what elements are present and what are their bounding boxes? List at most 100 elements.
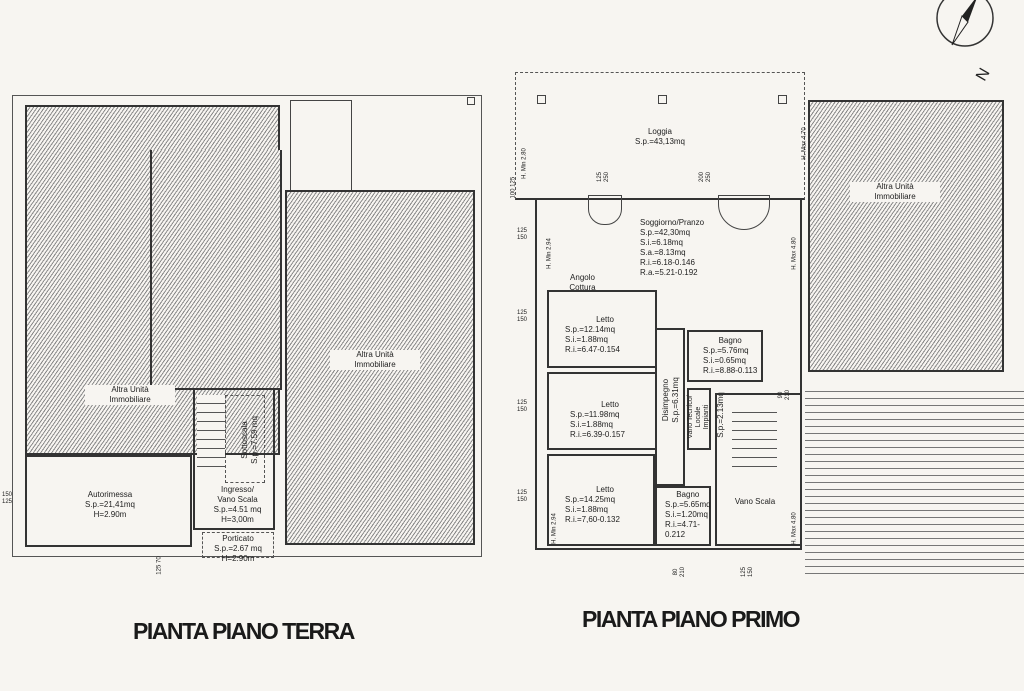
room-name-2: Cottura [569, 283, 596, 292]
stairs [732, 405, 777, 475]
living-label: Soggiorno/Pranzo S.p.=42,30mq S.i.=6.18m… [640, 218, 704, 278]
room-ri: R.i.=6.47-0.154 [565, 345, 620, 354]
room-name: Letto [601, 400, 619, 409]
other-unit-left-notch [150, 150, 282, 390]
dim-value: 80 [673, 568, 679, 576]
first-floor-plan: Loggia S.p.=43,13mq 125 250 200 250 H. M… [500, 0, 1024, 691]
loggia-pillar [537, 95, 546, 104]
room-ri: R.i.=6.39-0.157 [570, 430, 625, 439]
ground-floor-plan: Altra Unità Immobiliare Altra Unità Immo… [0, 0, 500, 644]
dim-h-min-bed: H. Min 2.94 [551, 513, 558, 544]
room-name: Porticato [222, 534, 254, 543]
terrace-area [805, 385, 1024, 580]
room-name-2: Immobiliare [874, 192, 916, 201]
room-name-2: Immobiliare [354, 360, 396, 369]
dim-h-min-living: H. Min 2.94 [546, 238, 553, 269]
porch [202, 532, 274, 558]
bedroom-3-label: Letto S.p.=14.25mq S.i.=1.88mq R.i.=7,60… [565, 485, 645, 525]
dim-value: 70 [156, 556, 163, 563]
room-name-2: Locale [695, 406, 702, 428]
room-name: Autorimessa [87, 490, 133, 499]
garage [25, 455, 192, 547]
bathroom-1-label: Bagno S.p.=5.76mq S.i.=0.65mq R.i.=8.88-… [703, 336, 757, 376]
dim-h-max-living: H. Max 4.80 [791, 237, 798, 270]
room-name: Bagno [676, 490, 700, 499]
dim-value: 125 [597, 172, 603, 183]
loggia-pillar [658, 95, 667, 104]
room-name: Altra Unità [876, 182, 914, 191]
room-ri: R.i.=6.18-0.146 [640, 258, 695, 267]
ground-pillar [467, 97, 475, 105]
living-door-left [588, 195, 622, 225]
room-name: Sottoscala [240, 421, 249, 459]
dim-value: 125 [516, 228, 527, 234]
dim-value: 125 [741, 567, 747, 578]
understair-label: Sottoscala S.p.=7.59 mq [240, 395, 260, 485]
room-name: Letto [596, 485, 614, 494]
dim-window-left: 150 125 [0, 492, 14, 506]
dim-value: 125 [516, 310, 527, 316]
dim-value: 200 [699, 172, 705, 183]
dim-value: 250 [706, 172, 712, 183]
room-height: H=2.90m [93, 510, 127, 519]
room-area: S.p.=2.67 mq [214, 544, 262, 553]
bathroom-1 [687, 330, 763, 382]
bathroom-2 [655, 486, 711, 546]
room-si: S.i.=1.88mq [565, 335, 608, 344]
dim-loggia-w: 100 125 [511, 177, 518, 199]
room-name: Soggiorno/Pranzo [640, 218, 705, 227]
room-name: Ingresso/ [221, 485, 254, 494]
room-si: S.i.=1.88mq [570, 420, 613, 429]
dim-value: 125 [516, 400, 527, 406]
loggia-label: Loggia S.p.=43,13mq [615, 127, 705, 147]
dim-value: 125 [1, 499, 12, 505]
dim-door1: 125 250 [597, 165, 611, 189]
loggia-pillar [778, 95, 787, 104]
bedroom-2-label: Letto S.p.=11.98mq S.i.=1.88mq R.i.=6.39… [570, 400, 650, 440]
room-area: S.p.=4.51 mq [213, 505, 262, 514]
dim-value: 150 [516, 497, 527, 503]
room-name: Vano Tecnico/ [687, 395, 694, 439]
room-area: S.p.=6.31mq [671, 377, 680, 423]
room-ri-2: 0.212 [665, 530, 686, 539]
dim-value: 125 [516, 490, 527, 496]
room-sa: S.a.=8.13mq [640, 248, 686, 257]
other-unit-right-label: Altra Unità Immobiliare [330, 350, 420, 370]
stairwell-ground [193, 388, 275, 530]
ground-floor-title: PIANTA PIANO TERRA [133, 618, 355, 644]
room-name-2: Immobiliare [109, 395, 151, 404]
dim-value: 150 [748, 567, 754, 578]
dim-value: 250 [604, 172, 610, 183]
garage-label: Autorimessa S.p.=21,41mq H=2.90m [70, 490, 150, 520]
dim-value: 210 [680, 567, 686, 578]
stairwell-label: Vano Scala [734, 497, 776, 506]
compass-label: N [973, 65, 994, 85]
technical-room [687, 388, 711, 450]
room-name-2: Vano Scala [217, 495, 258, 504]
dim-door-bottom: 125 70 [157, 556, 164, 576]
room-height: H=2.90m [221, 554, 255, 563]
dim-value: 150 [1, 492, 12, 498]
room-si: S.i.=6.18mq [640, 238, 683, 247]
room-si: S.i.=1.88mq [565, 505, 608, 514]
entrance-label: Ingresso/ Vano Scala S.p.=4.51 mq H=3,00… [200, 485, 275, 525]
room-area: S.p.=42,30mq [640, 228, 691, 237]
hallway [655, 328, 685, 486]
dim-value: 150 [516, 317, 527, 323]
other-unit-first-label: Altra Unità Immobiliare [850, 182, 940, 202]
other-unit-first [808, 100, 1004, 372]
dim-value: 150 [516, 407, 527, 413]
room-si: S.i.=0.65mq [703, 356, 746, 365]
ground-outer-wall [12, 95, 482, 557]
room-area: S.p.=21,41mq [84, 500, 136, 509]
room-name: Disimpegno [661, 378, 670, 422]
other-unit-left-label: Altra Unità Immobiliare [85, 385, 175, 405]
apartment-outer-wall [535, 198, 802, 550]
dim-value: 210 [785, 390, 791, 401]
